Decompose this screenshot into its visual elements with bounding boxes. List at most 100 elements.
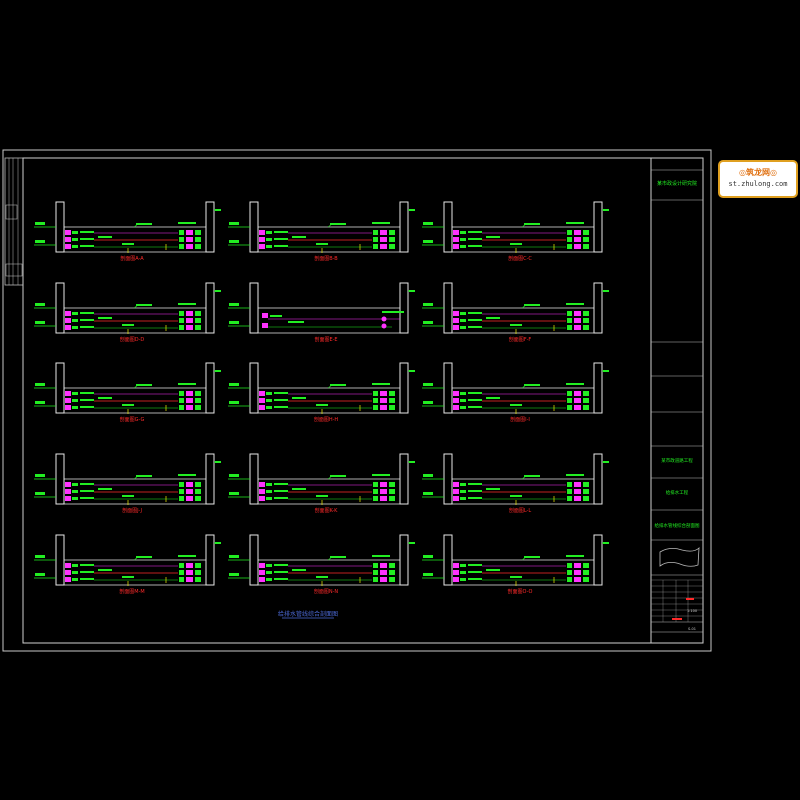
pipe-label — [468, 238, 482, 240]
elevation-tag — [35, 303, 45, 306]
pipe-label — [316, 243, 328, 245]
elevation-tag — [229, 303, 239, 306]
pipe-symbol — [195, 391, 201, 396]
pipe-label — [274, 406, 288, 408]
dim-tag — [603, 542, 609, 544]
pipe-symbol — [583, 398, 589, 403]
pipe-label — [80, 497, 94, 499]
pipe-symbol — [179, 577, 184, 582]
pipe-symbol — [266, 399, 272, 402]
elevation-tag — [423, 303, 433, 306]
pipe-label — [122, 324, 134, 326]
drawing-title: 给排水管线综合剖面图 — [278, 610, 338, 618]
section-label: 剖面图G-G — [120, 416, 145, 423]
elevation-tag — [35, 573, 45, 576]
pipe-symbol — [380, 496, 387, 501]
pipe-symbol — [567, 577, 572, 582]
section-drawing: 剖面图L-L — [422, 453, 609, 514]
pipe-symbol — [195, 563, 201, 568]
pipe-label — [274, 392, 288, 394]
pipe-symbol — [195, 230, 201, 235]
pipe-symbol — [72, 564, 78, 567]
dim-tag — [215, 370, 221, 372]
pipe-symbol — [72, 392, 78, 395]
pipe-symbol — [583, 230, 589, 235]
pipe-label — [80, 578, 94, 580]
pipe-symbol — [186, 230, 193, 235]
pipe-symbol — [373, 489, 378, 494]
leader — [133, 304, 139, 309]
annotation-tag — [524, 384, 540, 386]
annotation-tag — [330, 556, 346, 558]
pipe-symbol — [453, 230, 459, 235]
leader — [133, 556, 139, 561]
pipe-symbol — [567, 570, 572, 575]
pipe-label — [566, 222, 584, 224]
elevation-tag — [423, 240, 433, 243]
section-drawing: 剖面图K-K — [228, 453, 415, 514]
pipe-symbol — [259, 577, 265, 582]
section-drawing: 剖面图N-N — [228, 534, 415, 595]
pipe-label — [468, 578, 482, 580]
leader — [521, 304, 527, 309]
pipe-symbol — [186, 482, 193, 487]
pipe-symbol — [574, 489, 581, 494]
pipe-symbol — [567, 237, 572, 242]
elevation-tag — [423, 573, 433, 576]
section-drawing: 剖面图H-H — [228, 362, 415, 423]
watermark-line1: ◎筑龙网◎ — [739, 168, 777, 177]
section-label: 剖面图H-H — [314, 416, 339, 423]
pipe-symbol — [195, 237, 201, 242]
pipe-symbol — [460, 490, 466, 493]
pipe-symbol — [195, 311, 201, 316]
pipe-symbol — [266, 578, 272, 581]
leader — [327, 223, 333, 228]
dim-tag — [409, 461, 415, 463]
pipe-label — [486, 488, 500, 490]
section-label: 剖面图K-K — [315, 507, 339, 514]
pipe-symbol — [65, 230, 71, 235]
pipe-symbol — [381, 323, 387, 329]
pipe-symbol — [259, 489, 265, 494]
pipe-symbol — [460, 231, 466, 234]
elevation-tag — [229, 492, 239, 495]
pipe-label — [98, 569, 112, 571]
pipe-symbol — [65, 318, 71, 323]
pipe-symbol — [389, 496, 395, 501]
leader — [327, 556, 333, 561]
project-name: 某市政道路工程 — [661, 457, 693, 464]
pipe-symbol — [453, 496, 459, 501]
scale-value: 1:100 — [687, 609, 697, 613]
pipe-symbol — [583, 577, 589, 582]
pipe-symbol — [195, 489, 201, 494]
pipe-symbol — [186, 563, 193, 568]
pipe-symbol — [179, 230, 184, 235]
pipe-symbol — [574, 318, 581, 323]
section-label: 剖面图O-O — [508, 588, 533, 595]
pipe-symbol — [574, 244, 581, 249]
pipe-symbol — [389, 230, 395, 235]
pipe-symbol — [583, 391, 589, 396]
pipe-symbol — [195, 325, 201, 330]
pipe-label — [510, 404, 522, 406]
leader — [521, 384, 527, 389]
pipe-symbol — [266, 231, 272, 234]
pipe-symbol — [72, 571, 78, 574]
annotation-tag — [524, 223, 540, 225]
pipe-symbol — [186, 318, 193, 323]
pipe-symbol — [373, 563, 378, 568]
pipe-label — [510, 243, 522, 245]
pipe-symbol — [460, 245, 466, 248]
pipe-label — [316, 495, 328, 497]
pipe-symbol — [65, 577, 71, 582]
elevation-tag — [423, 474, 433, 477]
annotation-tag — [330, 384, 346, 386]
section-label: 剖面图J-J — [122, 507, 142, 514]
pipe-symbol — [567, 325, 572, 330]
pipe-symbol — [574, 325, 581, 330]
pipe-symbol — [259, 482, 265, 487]
pipe-symbol — [453, 391, 459, 396]
pipe-label — [486, 397, 500, 399]
section-drawing: 剖面图O-O — [422, 534, 609, 595]
pipe-symbol — [583, 496, 589, 501]
